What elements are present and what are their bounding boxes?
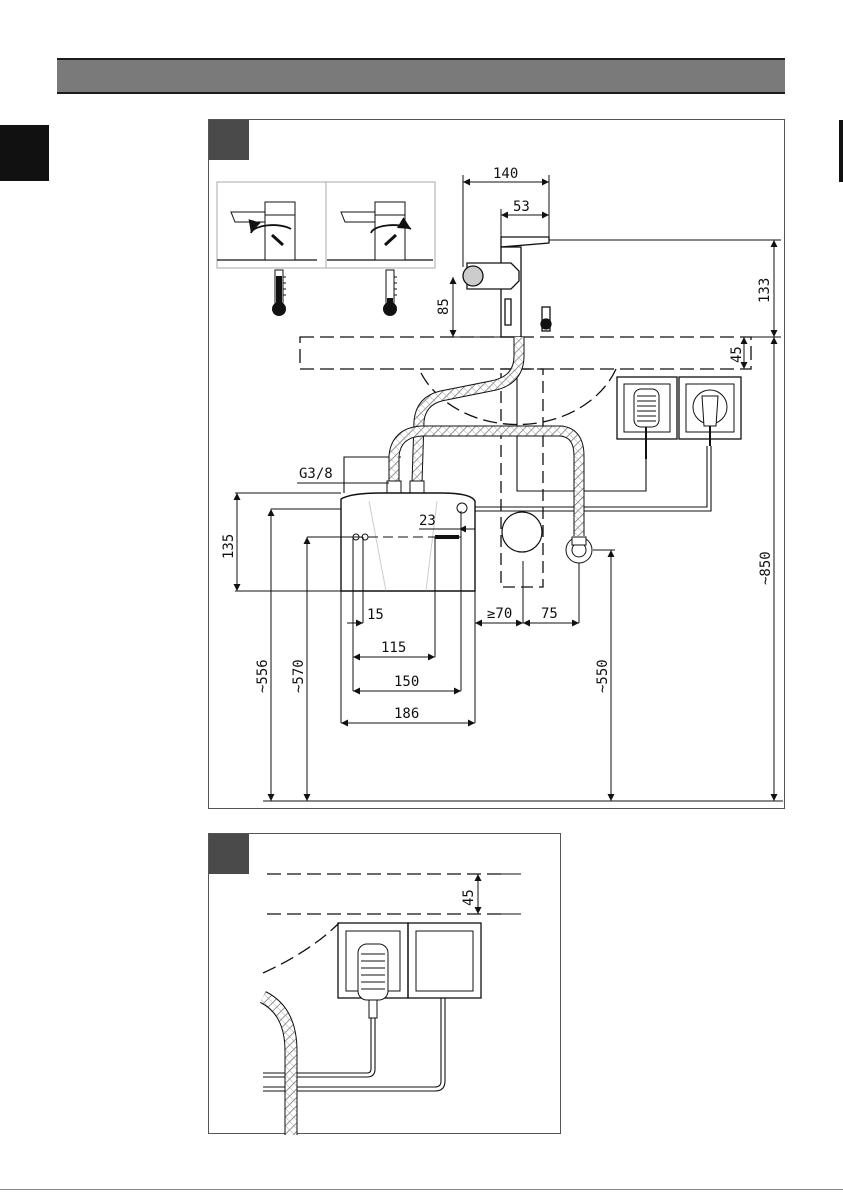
faucet-detail-left-icon [231,202,295,260]
power-socket-with-adapter [338,923,408,1018]
power-socket-with-plug [679,377,741,446]
section-header-bar [57,58,785,94]
dim-850: ~850 [758,551,774,585]
dim-23: 23 [419,513,436,529]
figure-1-panel: 140 53 133 85 45 G3/8 23 135 15 115 150 … [208,119,785,809]
dim-140: 140 [493,166,518,182]
water-heater-unit [341,493,475,591]
page-bottom-rule [0,1189,843,1190]
figure-1-drawing: 140 53 133 85 45 G3/8 23 135 15 115 150 … [209,120,786,810]
drain-pipe-circle [502,512,542,552]
dim-g3-8: G3/8 [299,466,333,482]
lever-detail-box [217,182,435,268]
power-socket-empty [408,923,481,998]
dim-186: 186 [394,706,419,722]
dim-15: 15 [367,607,384,623]
countertop-outline [300,337,751,369]
page-edge-marker [839,120,843,182]
dim-150: 150 [394,674,419,690]
language-tab-marker [0,125,49,181]
dim-45: 45 [729,346,745,363]
dim-53: 53 [513,199,530,215]
figure-2-panel: 45 [208,833,561,1134]
dim-ge70: ≥70 [487,606,512,622]
dim-115: 115 [381,640,406,656]
dim-133: 133 [757,278,773,303]
thermometer-icon [383,270,397,316]
dim-85: 85 [436,298,452,315]
sink-outline-detail [263,923,339,973]
drain-outline [501,369,543,587]
figure-2-drawing: 45 [209,834,562,1135]
dim-550: ~550 [595,659,611,693]
power-socket-with-adapter [617,377,677,459]
dim-75: 75 [541,606,558,622]
dim-45-detail: 45 [461,889,477,906]
dim-135: 135 [221,534,237,559]
faucet-side-view [463,237,551,337]
thermometer-icon [272,270,286,316]
dim-570: ~570 [291,659,307,693]
dim-556: ~556 [255,659,271,693]
braided-hose-detail [263,997,291,1135]
